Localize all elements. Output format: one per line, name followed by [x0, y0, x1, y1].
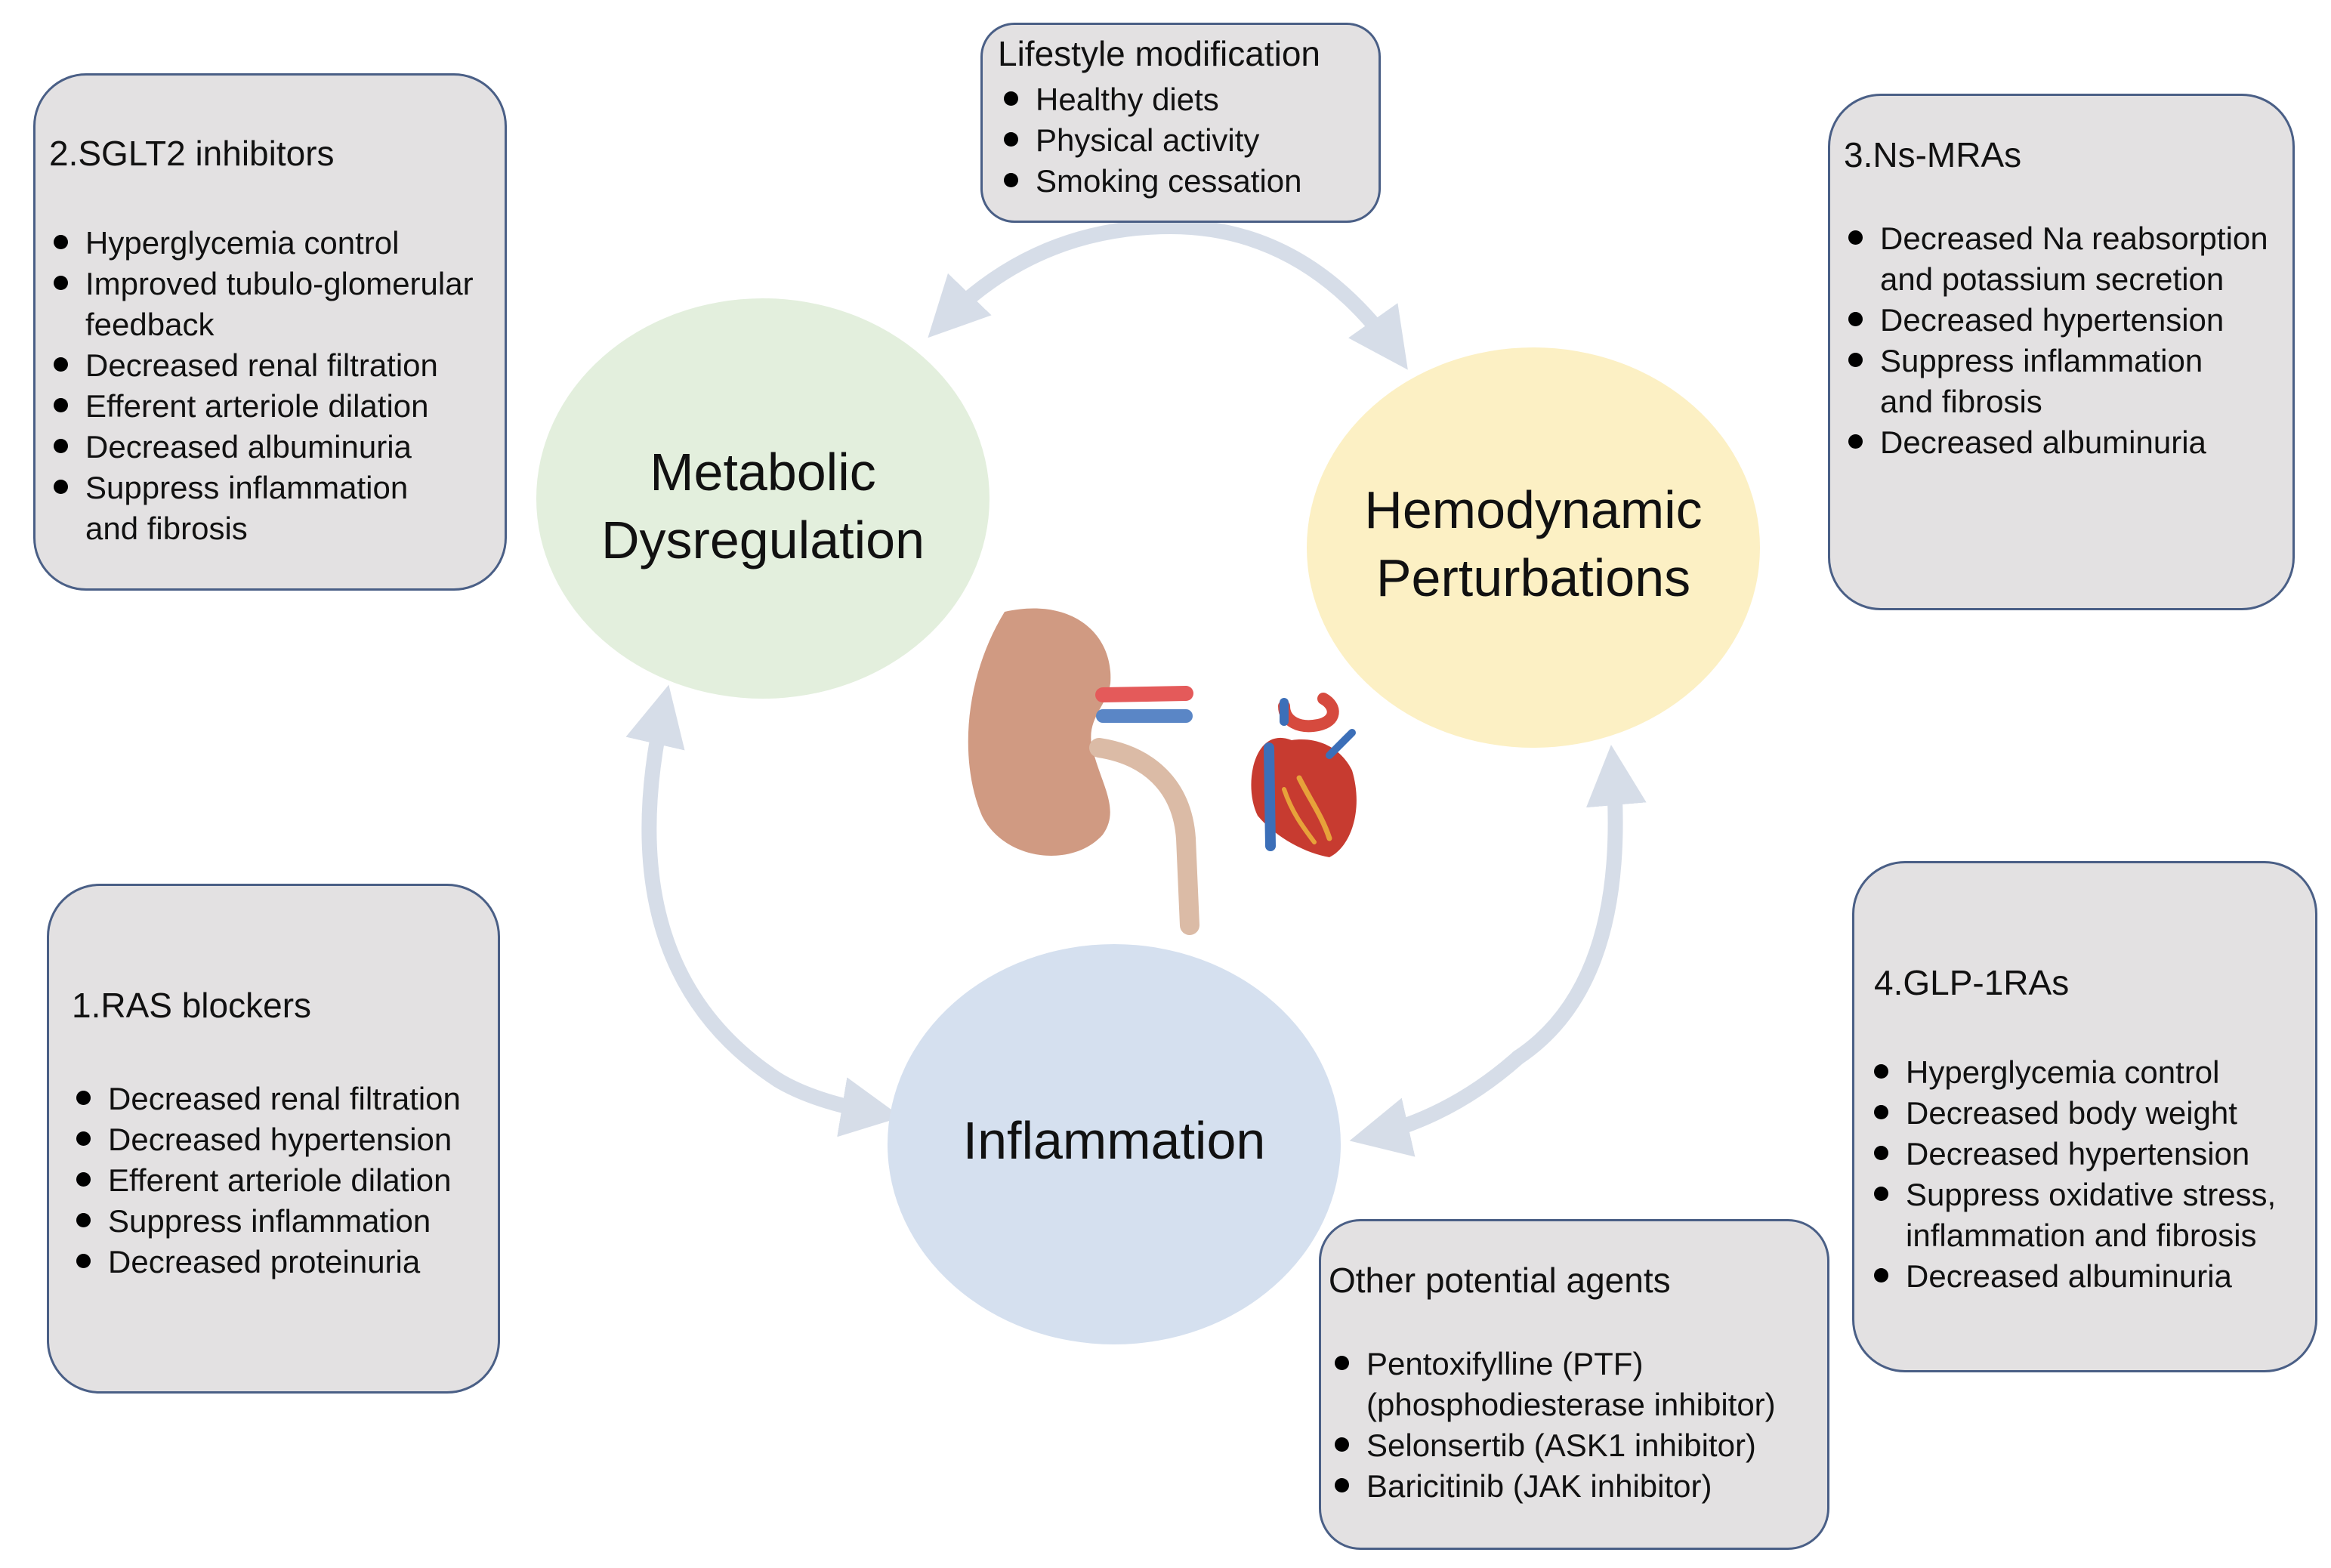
ras-item: Efferent arteriole dilation: [72, 1160, 461, 1201]
metabolic-label-line-1: Metabolic: [650, 443, 876, 502]
ns-mras-item: Decreased albuminuria: [1844, 422, 2268, 463]
glp1-item: Decreased albuminuria: [1869, 1256, 2276, 1297]
glp1-title: 4.GLP-1RAs: [1874, 963, 2070, 1002]
sglt2-item: Hyperglycemia control: [49, 223, 474, 264]
arrow-top-right: [1163, 219, 1408, 370]
hemodynamic-label-line-1: Hemodynamic: [1364, 480, 1703, 539]
ras-item: Decreased hypertension: [72, 1119, 461, 1160]
other-agents-item: Selonsertib (ASK1 inhibitor): [1330, 1425, 1776, 1466]
sglt2-item: Decreased albuminuria: [49, 427, 474, 468]
lifestyle-title: Lifestyle modification: [998, 34, 1320, 73]
glp1-item: Decreased body weight: [1869, 1093, 2276, 1134]
glp1-item: Decreased hypertension: [1869, 1134, 2276, 1174]
other-agents-list: Pentoxifylline (PTF)(phosphodiesterase i…: [1330, 1344, 1776, 1507]
sglt2-title: 2.SGLT2 inhibitors: [49, 134, 335, 173]
ras-item: Decreased renal filtration: [72, 1079, 461, 1119]
ras-box: 1.RAS blockers Decreased renal filtratio…: [47, 884, 500, 1394]
other-agents-item: Baricitinib (JAK inhibitor): [1330, 1466, 1776, 1507]
ras-list: Decreased renal filtration Decreased hyp…: [72, 1079, 461, 1282]
other-agents-item: Pentoxifylline (PTF)(phosphodiesterase i…: [1330, 1344, 1776, 1425]
glp1-list: Hyperglycemia control Decreased body wei…: [1869, 1052, 2276, 1297]
glp1-item: Hyperglycemia control: [1869, 1052, 2276, 1093]
hemodynamic-label: Hemodynamic Perturbations: [1345, 476, 1722, 612]
sglt2-box: 2.SGLT2 inhibitors Hyperglycemia control…: [33, 73, 507, 591]
glp1-box: 4.GLP-1RAs Hyperglycemia control Decreas…: [1852, 861, 2317, 1372]
ras-item: Decreased proteinuria: [72, 1242, 461, 1282]
other-agents-title: Other potential agents: [1329, 1261, 1671, 1300]
metabolic-label: Metabolic Dysregulation: [574, 438, 952, 574]
arrow-left-down: [770, 1073, 902, 1137]
arrow-top-left: [928, 219, 1178, 338]
metabolic-label-line-2: Dysregulation: [601, 511, 925, 569]
inflammation-label: Inflammation: [962, 1111, 1266, 1170]
arrow-right-down: [1349, 1050, 1526, 1157]
lifestyle-item: Physical activity: [999, 120, 1302, 161]
glp1-item: Suppress oxidative stress,inflammation a…: [1869, 1174, 2276, 1256]
inflammation-circle: [888, 944, 1341, 1344]
sglt2-list: Hyperglycemia control Improved tubulo-gl…: [49, 223, 474, 549]
hemodynamic-circle: [1307, 347, 1760, 748]
other-agents-box: Other potential agents Pentoxifylline (P…: [1319, 1219, 1829, 1550]
lifestyle-box: Lifestyle modification Healthy diets Phy…: [980, 23, 1381, 223]
lifestyle-item: Healthy diets: [999, 79, 1302, 120]
hemodynamic-label-line-2: Perturbations: [1375, 548, 1691, 607]
kidney-icon: [968, 608, 1199, 935]
heart-icon: [1251, 693, 1357, 857]
lifestyle-list: Healthy diets Physical activity Smoking …: [999, 79, 1302, 202]
arrow-right-up: [1511, 745, 1647, 1065]
sglt2-item: Efferent arteriole dilation: [49, 386, 474, 427]
sglt2-item: Decreased renal filtration: [49, 345, 474, 386]
lifestyle-item: Smoking cessation: [999, 161, 1302, 202]
metabolic-circle: [536, 298, 990, 699]
ns-mras-item: Decreased hypertension: [1844, 300, 2268, 341]
arrow-left-up: [625, 684, 786, 1088]
ras-item: Suppress inflammation: [72, 1201, 461, 1242]
ras-title: 1.RAS blockers: [72, 986, 312, 1025]
ns-mras-title: 3.Ns-MRAs: [1844, 135, 2022, 174]
